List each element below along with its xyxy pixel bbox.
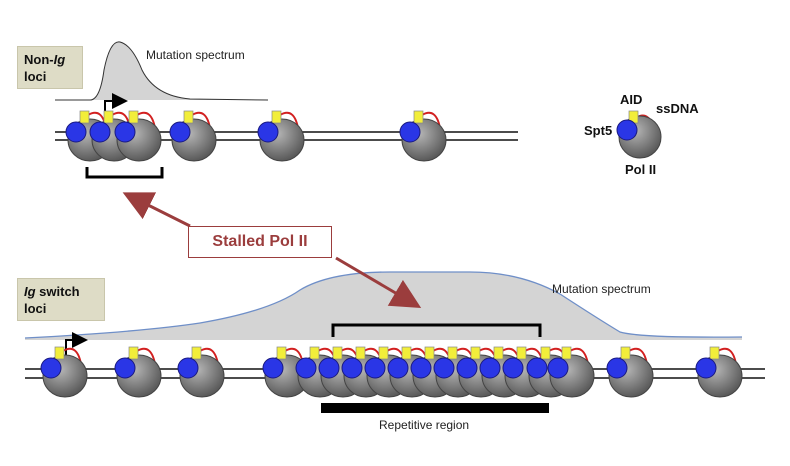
- aid-marker: [540, 346, 551, 360]
- non-ig-italic: Ig: [53, 52, 66, 67]
- bottom-pol-ii-complex: [114, 346, 162, 398]
- spt5-marker: [341, 357, 363, 379]
- repetitive-region-label: Repetitive region: [379, 418, 470, 432]
- spt5-marker: [364, 357, 386, 379]
- aid-marker: [709, 346, 720, 360]
- top-pol-ii-complex: [257, 110, 305, 162]
- aid-marker: [309, 346, 320, 360]
- aid-marker: [413, 110, 424, 124]
- bottom-tss-arrow: [65, 332, 88, 357]
- top-pol-ii-row: [65, 110, 447, 162]
- top-pol-ii-complex: [114, 110, 162, 162]
- ig-switch-text: switch: [35, 284, 80, 299]
- stalled-pol-ii-box: Stalled Pol II: [188, 226, 332, 258]
- aid-marker: [103, 110, 114, 124]
- spt5-marker: [695, 357, 717, 379]
- spt5-marker: [318, 357, 340, 379]
- top-pol-ii-complex: [399, 110, 447, 162]
- spt5-marker: [114, 357, 136, 379]
- spt5-marker: [502, 357, 524, 379]
- spt5-marker: [89, 121, 111, 143]
- top-spectrum-baseline: [55, 41, 269, 101]
- aid-marker: [378, 346, 389, 360]
- spt5-marker: [257, 121, 279, 143]
- top-mutation-spectrum-label: Mutation spectrum: [146, 48, 245, 62]
- spt5-marker: [387, 357, 409, 379]
- aid-marker: [447, 346, 458, 360]
- legend-ssdna-label: ssDNA: [656, 101, 699, 116]
- ig-italic: Ig: [24, 284, 36, 299]
- spt5-marker: [410, 357, 432, 379]
- legend-aid-label: AID: [620, 92, 643, 107]
- aid-marker: [516, 346, 527, 360]
- non-ig-suffix: loci: [24, 69, 47, 84]
- spt5-marker: [114, 121, 136, 143]
- non-ig-prefix: Non-: [24, 52, 54, 67]
- legend-spt5-label: Spt5: [584, 123, 613, 138]
- spt5-marker: [295, 357, 317, 379]
- aid-marker: [355, 346, 366, 360]
- spt5-marker: [169, 121, 191, 143]
- aid-marker: [424, 346, 435, 360]
- spt5-marker: [262, 357, 284, 379]
- spt5-marker: [177, 357, 199, 379]
- aid-marker: [271, 110, 282, 124]
- non-ig-loci-label: Non-Ig loci: [17, 46, 83, 89]
- ig-switch-loci-label: Ig switch loci: [17, 278, 105, 321]
- top-pol-ii-complex: [169, 110, 217, 162]
- stalled-arrow-up: [122, 192, 191, 228]
- aid-marker: [54, 346, 65, 360]
- ig-loci-text: loci: [24, 301, 47, 316]
- spt5-marker: [547, 357, 569, 379]
- bottom-spectrum-curve: [24, 271, 743, 339]
- aid-marker: [276, 346, 287, 360]
- bottom-mutation-spectrum: [25, 272, 742, 340]
- aid-marker: [470, 346, 481, 360]
- spt5-marker: [433, 357, 455, 379]
- spt5-marker: [40, 357, 62, 379]
- spt5-marker: [399, 121, 421, 143]
- legend-complex: [616, 110, 662, 159]
- aid-marker: [183, 110, 194, 124]
- spt5-marker: [526, 357, 548, 379]
- aid-marker: [493, 346, 504, 360]
- aid-marker: [128, 346, 139, 360]
- bottom-pol-ii-complex: [177, 346, 225, 398]
- aid-marker: [401, 346, 412, 360]
- aid-marker: [620, 346, 631, 360]
- spt5-marker: [606, 357, 628, 379]
- aid-marker: [79, 110, 90, 124]
- aid-marker: [191, 346, 202, 360]
- spt5-marker: [456, 357, 478, 379]
- stalled-arrow-down: [335, 256, 422, 309]
- bottom-pol-ii-complex: [40, 346, 88, 398]
- spt5-marker: [65, 121, 87, 143]
- aid-marker: [332, 346, 343, 360]
- legend-pol-ii-label: Pol II: [625, 162, 657, 177]
- repetitive-region-bar: [321, 403, 549, 413]
- bottom-pol-ii-complex: [606, 346, 654, 398]
- legend-spt5: [616, 119, 638, 141]
- aid-marker: [128, 110, 139, 124]
- aid-marker: [561, 346, 572, 360]
- spt5-marker: [479, 357, 501, 379]
- bottom-pol-ii-complex: [547, 346, 595, 398]
- top-mutation-spectrum: [55, 41, 268, 100]
- bottom-pol-ii-complex: [695, 346, 743, 398]
- bottom-pol-ii-row: [40, 346, 743, 398]
- bottom-stall-bracket: [331, 323, 542, 337]
- bottom-mutation-spectrum-label: Mutation spectrum: [552, 282, 651, 296]
- top-stall-bracket: [85, 167, 164, 179]
